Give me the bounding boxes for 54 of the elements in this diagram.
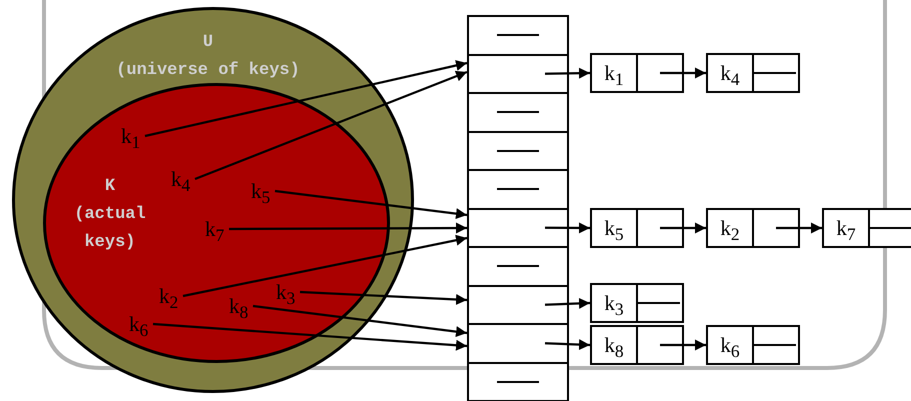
list-element bbox=[822, 208, 911, 248]
list-element bbox=[590, 53, 684, 93]
key-label: k$_{6}$ bbox=[129, 312, 153, 340]
set-name: K bbox=[104, 176, 116, 198]
key-label: k$_{3}$ bbox=[276, 280, 300, 308]
table-slot bbox=[467, 54, 569, 94]
arrow bbox=[152, 322, 468, 351]
arrow bbox=[300, 290, 468, 305]
arrow bbox=[182, 234, 468, 298]
table-slot bbox=[467, 323, 569, 364]
table-slot bbox=[467, 284, 569, 325]
key-label: k$_{4}$ bbox=[171, 167, 195, 195]
arrow bbox=[660, 340, 706, 350]
key-label: k$_{7}$ bbox=[824, 210, 870, 246]
key-label: k$_{5}$ bbox=[592, 210, 638, 246]
table-slot bbox=[467, 15, 569, 56]
set-label: (universe of keys) bbox=[115, 60, 301, 82]
arrow bbox=[274, 190, 468, 220]
key-label: k$_{8}$ bbox=[592, 327, 638, 363]
arrow bbox=[144, 60, 468, 138]
arrow bbox=[544, 339, 590, 350]
list-element bbox=[706, 53, 800, 93]
arrow bbox=[252, 304, 468, 338]
key-label: k$_{6}$ bbox=[708, 327, 754, 363]
key-label: k$_{2}$ bbox=[159, 284, 183, 312]
key-label: k$_{1}$ bbox=[592, 55, 638, 91]
table-slot bbox=[467, 92, 569, 132]
set-name: U bbox=[202, 32, 214, 54]
list-element bbox=[590, 283, 684, 323]
arrow bbox=[660, 222, 706, 234]
arrow bbox=[660, 68, 706, 78]
table-slot bbox=[467, 169, 569, 210]
key-label: k$_{3}$ bbox=[592, 285, 638, 321]
arrow bbox=[544, 68, 590, 79]
arrow bbox=[544, 298, 590, 309]
set-label: (actual keys) bbox=[73, 204, 147, 254]
table-slot bbox=[467, 362, 569, 401]
key-label: k$_{8}$ bbox=[229, 294, 253, 322]
arrow bbox=[229, 222, 467, 234]
table-slot bbox=[467, 130, 569, 171]
key-label: k$_{7}$ bbox=[205, 217, 229, 245]
key-label: k$_{1}$ bbox=[121, 124, 145, 152]
list-element bbox=[590, 325, 684, 365]
key-label: k$_{2}$ bbox=[708, 210, 754, 246]
arrow bbox=[545, 222, 590, 234]
list-element bbox=[706, 208, 800, 248]
arrow bbox=[776, 222, 822, 234]
arrow bbox=[194, 70, 468, 180]
list-element bbox=[706, 325, 800, 365]
key-label: k$_{5}$ bbox=[251, 179, 275, 207]
table-slot bbox=[467, 208, 569, 248]
table-slot bbox=[467, 246, 569, 286]
key-label: k$_{4}$ bbox=[708, 55, 754, 91]
list-element bbox=[590, 208, 684, 248]
